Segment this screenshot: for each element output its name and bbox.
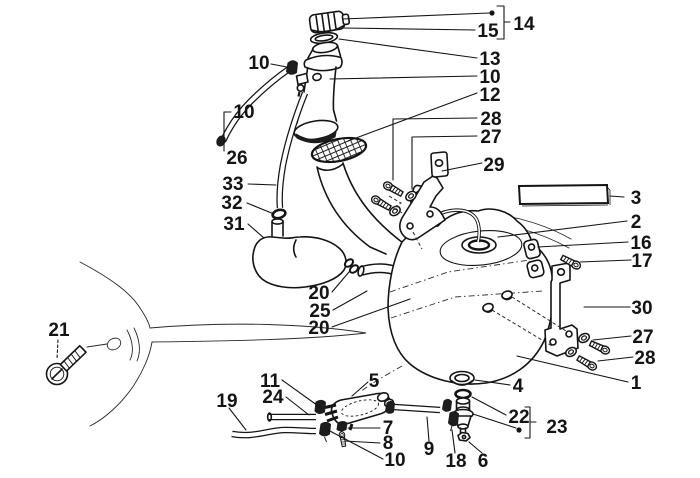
callout-4: 4 — [513, 376, 524, 397]
hose-clamp-32 — [271, 208, 287, 220]
callout-21: 21 — [48, 320, 70, 341]
hose-24 — [266, 412, 316, 422]
callout-10-neck: 10 — [479, 67, 500, 88]
callout-10-tap: 10 — [384, 450, 405, 471]
callout-12: 12 — [479, 85, 500, 106]
callout-20-upper: 20 — [308, 283, 329, 304]
callout-10-vent-top: 10 — [248, 53, 269, 74]
ring-20-upper — [343, 258, 360, 274]
callout-16: 16 — [630, 233, 651, 254]
callout-3: 3 — [631, 188, 642, 209]
filler-neck — [293, 41, 343, 144]
clamp-18 — [448, 411, 459, 432]
screw-28-a — [381, 179, 405, 198]
callout-14: 14 — [513, 14, 535, 35]
callout-13: 13 — [479, 49, 500, 70]
fairing-outline — [79, 261, 367, 427]
fuel-valve-6 — [452, 397, 474, 442]
callout-26: 26 — [226, 148, 247, 169]
tank-ear — [526, 259, 545, 279]
overflow-hose — [276, 91, 309, 209]
callout-17: 17 — [631, 251, 652, 272]
callout-25: 25 — [309, 301, 331, 322]
tank-tab-16 — [523, 238, 541, 260]
bracket-23 — [524, 406, 537, 439]
seal-ring-22 — [454, 388, 472, 400]
fairing-screw-hole — [106, 337, 122, 351]
callout-19: 19 — [216, 391, 237, 412]
callout-15: 15 — [477, 21, 499, 42]
expansion-bottle — [252, 218, 347, 289]
screw-28-d — [575, 354, 599, 373]
nut-6 — [457, 431, 471, 442]
clamp-7 — [336, 421, 348, 432]
callout-28-top: 28 — [480, 109, 501, 130]
leader-dot-23 — [516, 427, 522, 433]
tank-boss — [482, 290, 513, 313]
callout-18: 18 — [445, 451, 466, 472]
bracket-29 — [399, 151, 449, 250]
bracket-14 — [496, 5, 511, 40]
callout-5: 5 — [369, 371, 380, 392]
callout-20-lower: 20 — [308, 318, 329, 339]
screw-21 — [45, 344, 87, 386]
screw-28-b — [369, 193, 393, 212]
neck-flange — [293, 119, 339, 141]
callout-32: 32 — [221, 193, 242, 214]
vent-hose — [216, 60, 298, 147]
callout-27-right: 27 — [632, 327, 653, 348]
bracket-10-26 — [223, 111, 232, 152]
fuel-cap — [308, 10, 351, 34]
callout-6: 6 — [478, 451, 489, 472]
callout-2: 2 — [631, 212, 642, 233]
callout-1: 1 — [631, 373, 642, 394]
callout-labels: 14 15 13 10 12 28 27 29 3 2 16 17 30 27 … — [48, 14, 655, 472]
sticker-3 — [517, 183, 611, 207]
callout-29: 29 — [483, 155, 504, 176]
leader-dot-14 — [489, 10, 495, 16]
vent-hose-end — [216, 135, 226, 147]
clamp-10-tap — [319, 421, 331, 443]
leader-lines — [56, 5, 634, 460]
hose-9 — [385, 398, 452, 414]
callout-11: 11 — [260, 371, 281, 392]
hose-clamp — [286, 60, 298, 75]
screw-28-c — [588, 339, 612, 357]
filler-pipe — [316, 162, 404, 255]
callout-23: 23 — [546, 417, 567, 438]
callout-9: 9 — [424, 439, 435, 460]
fuel-tank — [387, 184, 555, 385]
callout-10-vent: 10 — [233, 102, 254, 123]
callout-7: 7 — [383, 418, 394, 439]
callout-27-top: 27 — [480, 127, 501, 148]
neck-clamp — [295, 72, 309, 97]
grommet-4 — [449, 370, 475, 386]
callout-31: 31 — [223, 214, 245, 235]
callout-22: 22 — [508, 407, 529, 428]
vent-cable — [433, 208, 481, 243]
hose-19 — [231, 426, 317, 439]
callout-8: 8 — [383, 433, 394, 454]
callout-33: 33 — [222, 174, 243, 195]
callout-28-right: 28 — [634, 348, 655, 369]
callout-30: 30 — [631, 298, 652, 319]
washer-27-c — [576, 330, 592, 346]
strainer-mesh — [310, 136, 368, 164]
callout-24: 24 — [262, 387, 284, 408]
